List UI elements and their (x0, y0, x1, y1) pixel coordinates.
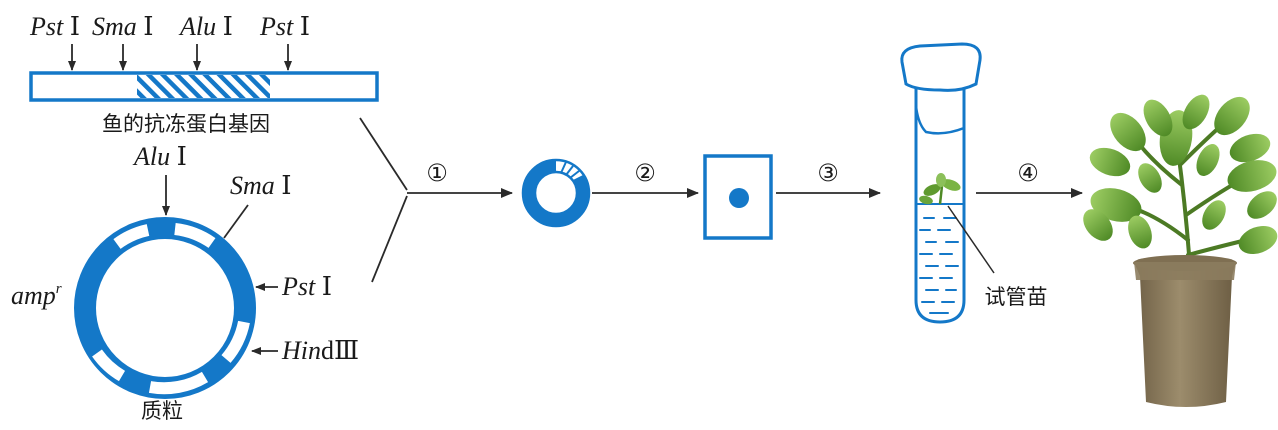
plasmid-label-hind: HindⅢ (281, 336, 359, 365)
plasmid-label-amp: ampr (11, 281, 62, 310)
seedling-pointer (947, 205, 995, 274)
plasmid-caption: 质粒 (141, 399, 183, 423)
gene-site-labels: Pst Ⅰ Sma Ⅰ Alu Ⅰ Pst Ⅰ (29, 12, 310, 41)
step-1-label: ① (426, 159, 448, 187)
plasmid-line-sma (223, 204, 249, 239)
site-label-pst-2: Pst Ⅰ (259, 12, 310, 41)
gene-site-arrows (68, 44, 292, 71)
recombinant-plasmid-icon (521, 158, 591, 228)
step-3-label: ③ (817, 159, 839, 187)
gene-strip (29, 71, 379, 102)
plasmid-gap-5 (92, 349, 126, 382)
plasmid-gap-1 (113, 224, 150, 249)
plasmid-label-alu: Alu Ⅰ (132, 142, 187, 171)
plasmid-gap-3 (221, 320, 250, 363)
site-label-alu: Alu Ⅰ (178, 12, 233, 41)
step-4-label: ④ (1017, 159, 1039, 187)
plasmid-label-sma: Sma Ⅰ (230, 171, 292, 200)
merge-lines (359, 117, 408, 283)
plasmid (74, 217, 256, 399)
site-label-pst-1: Pst Ⅰ (29, 12, 80, 41)
plasmid-gap-2 (174, 223, 216, 249)
step-2-label: ② (634, 159, 656, 187)
antifreeze-gene-segment (137, 75, 270, 98)
tube-caption: 试管苗 (985, 285, 1048, 309)
site-label-sma: Sma Ⅰ (92, 12, 154, 41)
gene-caption: 鱼的抗冻蛋白基因 (102, 112, 270, 136)
seedling-icon (919, 173, 961, 205)
plant-icon (1083, 94, 1278, 407)
test-tube-icon (900, 42, 982, 324)
plasmid-label-pst: Pst Ⅰ (281, 272, 332, 301)
cell-culture-icon (703, 154, 773, 240)
plasmid-gap-4 (148, 371, 209, 395)
